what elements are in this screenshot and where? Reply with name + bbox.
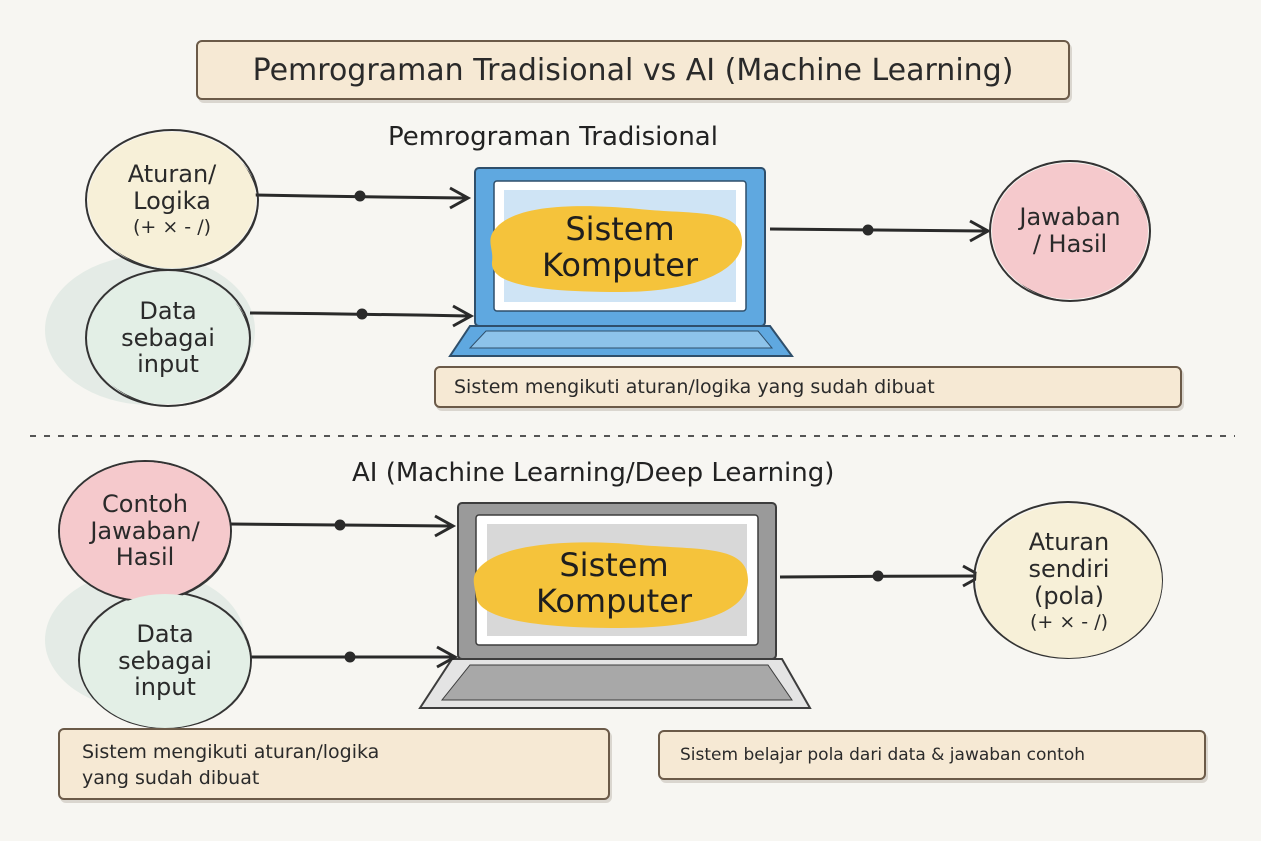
- arrow-rules-to-system: [254, 186, 472, 210]
- data-ai-line1: Data: [136, 619, 194, 648]
- system-ai-line2: Komputer: [535, 581, 693, 620]
- arrow-system-to-rules: [779, 564, 985, 588]
- own-rules-line2: sendiri: [1028, 554, 1110, 583]
- laptop-traditional: [448, 167, 794, 357]
- system-line1: Sistem: [565, 210, 675, 248]
- ai-note-left-line1: Sistem mengikuti aturan/logika: [82, 741, 380, 763]
- rules-circle: Aturan/ Logika (+ × - /): [88, 132, 256, 268]
- data-ai-line3: input: [134, 673, 196, 702]
- ai-note-right-box: Sistem belajar pola dari data & jawaban …: [658, 730, 1206, 780]
- rules-ops: (+ × - /): [132, 216, 212, 239]
- own-rules-ops: (+ × - /): [1029, 610, 1109, 633]
- data-input-circle: Data sebagai input: [88, 272, 248, 404]
- ai-note-left-line2: yang sudah dibuat: [82, 766, 260, 789]
- rules-label-line2: Logika: [133, 187, 211, 216]
- system-label-ai: Sistem Komputer: [494, 546, 734, 620]
- laptop-ai: [418, 502, 812, 709]
- rules-label-line1: Aturan/: [127, 160, 217, 189]
- ai-heading: AI (Machine Learning/Deep Learning): [352, 458, 835, 488]
- answer-circle: Jawaban / Hasil: [992, 163, 1148, 299]
- own-rules-line3: (pola): [1033, 581, 1105, 610]
- ai-note-left-box: Sistem mengikuti aturan/logika yang suda…: [58, 728, 610, 800]
- arrow-data-to-system-ai: [250, 645, 459, 669]
- traditional-heading: Pemrograman Tradisional: [388, 122, 718, 152]
- ai-note-right: Sistem belajar pola dari data & jawaban …: [680, 745, 1086, 765]
- data-label-line1: Data: [139, 296, 197, 325]
- examples-line2: Jawaban/: [90, 516, 200, 545]
- page-title: Pemrograman Tradisional vs AI (Machine L…: [252, 52, 1014, 88]
- answer-label-line1: Jawaban: [1019, 203, 1121, 232]
- data-label-line3: input: [137, 350, 199, 379]
- arrow-examples-to-system: [229, 514, 457, 538]
- examples-circle: Contoh Jawaban/ Hasil: [60, 462, 230, 600]
- arrow-system-to-answer: [769, 219, 992, 243]
- arrow-data-to-system: [249, 304, 475, 328]
- examples-line1: Contoh: [102, 489, 188, 518]
- answer-label-line2: / Hasil: [1032, 230, 1108, 258]
- data-input-circle-ai: Data sebagai input: [80, 594, 250, 728]
- traditional-note-box: Sistem mengikuti aturan/logika yang suda…: [434, 366, 1182, 408]
- examples-line3: Hasil: [115, 543, 175, 572]
- system-label-traditional: Sistem Komputer: [500, 210, 740, 284]
- title-box: Pemrograman Tradisional vs AI (Machine L…: [196, 40, 1070, 100]
- system-line2: Komputer: [541, 245, 699, 284]
- data-ai-line2: sebagai: [118, 646, 212, 675]
- own-rules-circle: Aturan sendiri (pola) (+ × - /): [976, 504, 1162, 658]
- data-label-line2: sebagai: [121, 323, 215, 352]
- traditional-note: Sistem mengikuti aturan/logika yang suda…: [454, 376, 935, 398]
- own-rules-line1: Aturan: [1028, 528, 1110, 557]
- system-ai-line1: Sistem: [559, 546, 669, 584]
